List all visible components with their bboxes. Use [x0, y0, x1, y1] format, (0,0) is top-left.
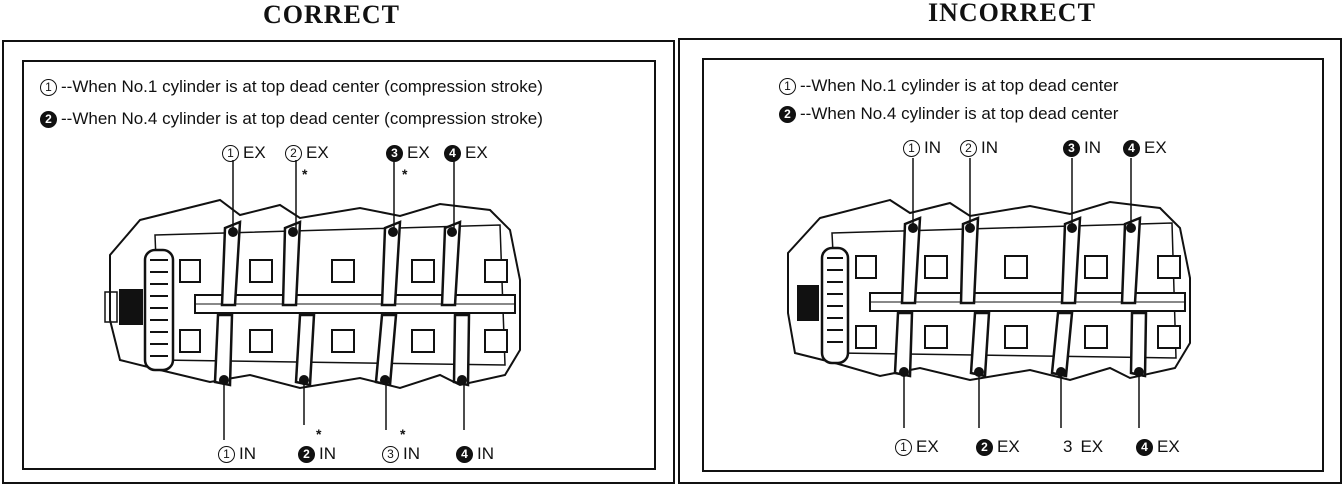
incorrect-top-label-1: 1 IN	[903, 138, 941, 158]
label-number: 3	[1063, 139, 1080, 157]
correct-top-label-2: 2 EX	[285, 143, 329, 163]
label-text: IN	[981, 138, 998, 157]
filled-number-2: 2	[779, 105, 796, 123]
correct-bottom-label-2: 2 IN	[298, 444, 336, 464]
label-text: EX	[997, 437, 1020, 456]
star-mark: *	[302, 166, 308, 182]
correct-bottom-label-1: 1 IN	[218, 444, 256, 464]
label-number: 2	[285, 144, 302, 162]
incorrect-note-2-text: --When No.4 cylinder is at top dead cent…	[800, 104, 1119, 123]
label-number: 4	[1123, 139, 1140, 157]
circled-number-1: 1	[40, 78, 57, 96]
label-number: 1	[218, 445, 235, 463]
label-text: EX	[916, 437, 939, 456]
label-number: 1	[895, 438, 912, 456]
label-number: 4	[444, 144, 461, 162]
star-mark: *	[402, 166, 408, 182]
label-number: 4	[456, 445, 473, 463]
correct-note-1: 1 --When No.1 cylinder is at top dead ce…	[40, 77, 543, 97]
correct-top-label-1: 1 EX	[222, 143, 266, 163]
incorrect-note-2: 2 --When No.4 cylinder is at top dead ce…	[779, 104, 1118, 124]
label-number: 3	[1063, 437, 1073, 456]
star-mark: *	[316, 426, 322, 442]
label-text: EX	[1080, 437, 1104, 456]
incorrect-panel	[678, 38, 1342, 484]
correct-bottom-label-4: 4 IN	[456, 444, 494, 464]
correct-panel	[2, 40, 675, 484]
label-text: EX	[243, 143, 266, 162]
incorrect-bottom-label-2: 2 EX	[976, 437, 1020, 457]
label-number: 2	[298, 445, 315, 463]
label-text: IN	[924, 138, 941, 157]
incorrect-top-label-2: 2 IN	[960, 138, 998, 158]
label-text: IN	[239, 444, 256, 463]
circled-number-1: 1	[779, 77, 796, 95]
correct-heading: CORRECT	[263, 0, 401, 29]
label-number: 2	[976, 438, 993, 456]
incorrect-note-1-text: --When No.1 cylinder is at top dead cent…	[800, 76, 1119, 95]
correct-note-2: 2 --When No.4 cylinder is at top dead ce…	[40, 109, 543, 129]
label-text: IN	[477, 444, 494, 463]
label-number: 3	[386, 144, 403, 162]
label-number: 2	[960, 139, 977, 157]
incorrect-top-label-3: 3 IN	[1063, 138, 1101, 158]
label-text: EX	[306, 143, 329, 162]
label-text: IN	[319, 444, 336, 463]
incorrect-note-1: 1 --When No.1 cylinder is at top dead ce…	[779, 76, 1118, 96]
incorrect-bottom-label-3: 3 EX	[1063, 437, 1103, 457]
label-text: IN	[403, 444, 420, 463]
label-number: 1	[903, 139, 920, 157]
incorrect-inner-frame	[702, 58, 1324, 472]
label-number: 4	[1136, 438, 1153, 456]
incorrect-bottom-label-1: 1 EX	[895, 437, 939, 457]
correct-note-2-text: --When No.4 cylinder is at top dead cent…	[61, 109, 543, 128]
label-text: EX	[1144, 138, 1167, 157]
incorrect-top-label-4: 4 EX	[1123, 138, 1167, 158]
incorrect-bottom-label-4: 4 EX	[1136, 437, 1180, 457]
correct-bottom-label-3: 3 IN	[382, 444, 420, 464]
label-number: 3	[382, 445, 399, 463]
incorrect-heading: INCORRECT	[928, 0, 1096, 27]
correct-note-1-text: --When No.1 cylinder is at top dead cent…	[61, 77, 543, 96]
correct-top-label-3: 3 EX	[386, 143, 430, 163]
correct-top-label-4: 4 EX	[444, 143, 488, 163]
filled-number-2: 2	[40, 110, 57, 128]
correct-cylinder-head-drawing	[104, 160, 521, 440]
label-number: 1	[222, 144, 239, 162]
label-text: IN	[1084, 138, 1101, 157]
label-text: EX	[407, 143, 430, 162]
incorrect-cylinder-head-drawing	[787, 158, 1191, 428]
correct-inner-frame	[22, 60, 656, 470]
label-text: EX	[1157, 437, 1180, 456]
label-text: EX	[465, 143, 488, 162]
star-mark: *	[400, 426, 406, 442]
